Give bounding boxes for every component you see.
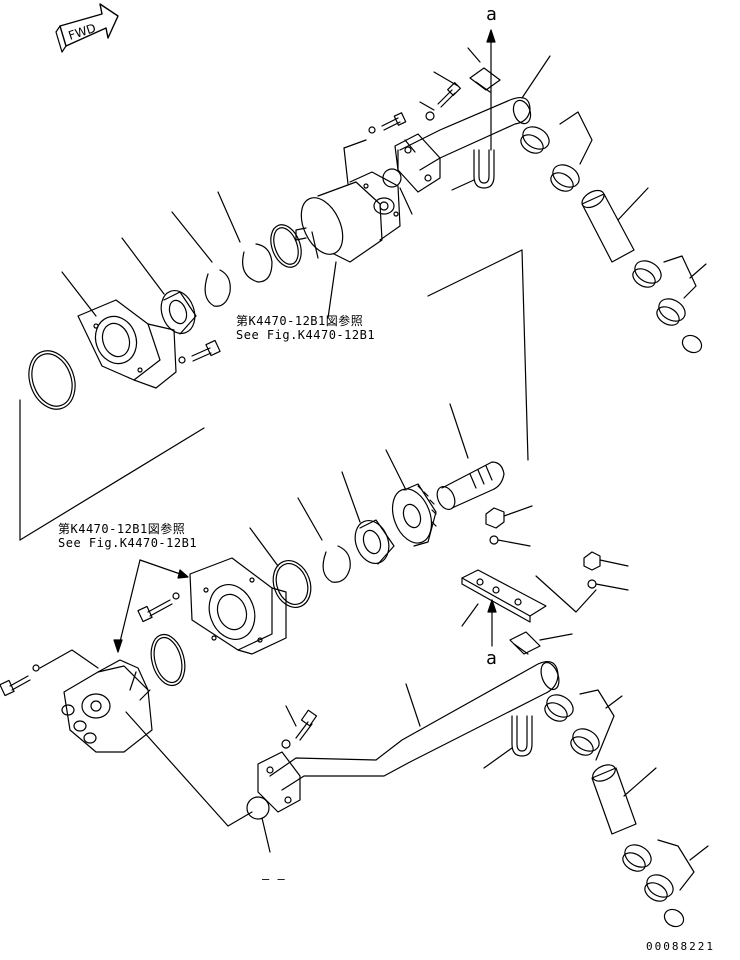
upper-hose-clamp-3 <box>632 260 662 288</box>
upper-o-ring-small <box>270 224 302 268</box>
connector-label-top: a <box>486 4 498 25</box>
lower-pipe-flange <box>257 751 301 813</box>
pipe-clip-bottom <box>509 631 573 655</box>
upper-hydraulic-pump <box>295 139 413 263</box>
bracket-leader <box>535 575 597 613</box>
middle-washer <box>489 535 531 547</box>
lower-pipe-bolt <box>281 705 318 749</box>
lower-o-ring <box>150 633 186 687</box>
lower-hose-end <box>663 908 685 928</box>
right-washer <box>587 579 629 591</box>
lower-hydraulic-pump <box>39 649 153 753</box>
upper-flange-bolt <box>368 112 407 134</box>
lower-reference-arrows <box>113 559 189 653</box>
lower-reference-label: 第K4470-12B1図参照 See Fig.K4470-12B1 <box>58 522 198 550</box>
mounting-bracket-plate <box>461 569 547 627</box>
upper-pipe-flange <box>394 133 441 193</box>
assembly-leader-lines <box>19 249 529 541</box>
lower-hose-clamp-1 <box>544 694 574 722</box>
fwd-text: FWD <box>67 21 98 43</box>
lower-rubber-hose <box>591 764 657 835</box>
upper-u-pipe <box>451 149 495 191</box>
upper-snap-ring-2 <box>171 211 231 307</box>
upper-adapter-bolt <box>178 339 221 364</box>
upper-hose-clamp-2 <box>550 111 593 192</box>
upper-snap-ring-1 <box>217 191 273 283</box>
lower-adapter-flange <box>189 557 287 655</box>
drive-gear <box>385 449 437 547</box>
middle-nut <box>485 505 533 529</box>
lower-adapter-bolt <box>137 592 180 623</box>
lower-hose-clamp-3 <box>622 844 652 872</box>
drive-shaft <box>436 403 505 510</box>
upper-hose-clamp-4 <box>656 255 707 326</box>
lower-pump-bolt <box>0 664 40 697</box>
lower-hydraulic-pipe <box>269 661 560 791</box>
upper-pump-ref-leader <box>327 261 337 319</box>
blank-part-mark: – – <box>262 872 286 886</box>
fwd-arrow-icon: FWD <box>55 3 119 53</box>
middle-o-ring <box>249 527 312 608</box>
upper-reference-label: 第K4470-12B1図参照 See Fig.K4470-12B1 <box>236 314 376 342</box>
lower-ball-leader <box>227 811 253 827</box>
drawing-number: 00088221 <box>646 940 715 953</box>
upper-adapter-flange <box>61 271 177 389</box>
connector-label-bottom: a <box>486 648 498 669</box>
upper-reference-en: See Fig.K4470-12B1 <box>236 328 376 342</box>
lower-hose-clamp-4 <box>644 839 709 902</box>
check-ball <box>246 796 271 853</box>
upper-pipe-bolt <box>419 71 461 121</box>
middle-snap-ring <box>297 497 351 583</box>
middle-bearing <box>341 471 395 565</box>
upper-reference-jp: 第K4470-12B1図参照 <box>236 314 364 328</box>
lower-pump-leader <box>125 711 229 827</box>
lower-reference-en: See Fig.K4470-12B1 <box>58 536 198 550</box>
upper-bearing <box>121 237 197 335</box>
connector-a-top-arrow <box>486 29 496 151</box>
lower-reference-jp: 第K4470-12B1図参照 <box>58 522 186 536</box>
lower-u-pipe <box>483 715 533 769</box>
upper-rubber-hose <box>581 187 649 263</box>
upper-hose-end <box>681 334 703 354</box>
pipe-clip-top <box>467 47 501 93</box>
upper-hydraulic-pipe <box>399 55 551 171</box>
lower-hose-clamp-2 <box>570 689 623 761</box>
connector-a-bottom-arrow <box>487 599 497 647</box>
right-nut <box>583 551 629 571</box>
upper-o-ring-large <box>28 350 76 410</box>
upper-hose-clamp-1 <box>520 126 550 154</box>
